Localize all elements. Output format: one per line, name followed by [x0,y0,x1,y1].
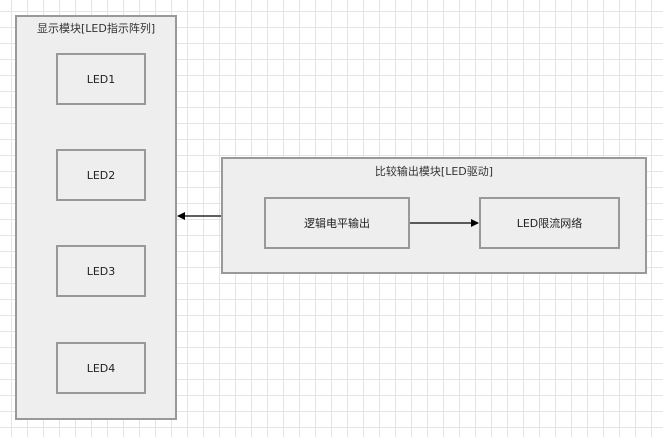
led4-node[interactable]: LED4 [56,342,146,394]
logic-output-node[interactable]: 逻辑电平输出 [264,197,410,249]
led1-node[interactable]: LED1 [56,53,146,105]
compare-module-title: 比较输出模块[LED驱动] [374,165,494,178]
led2-node[interactable]: LED2 [56,149,146,201]
display-module-title: 显示模块[LED指示阵列] [37,22,156,35]
led3-node[interactable]: LED3 [56,245,146,297]
led-network-node[interactable]: LED限流网络 [479,197,620,249]
